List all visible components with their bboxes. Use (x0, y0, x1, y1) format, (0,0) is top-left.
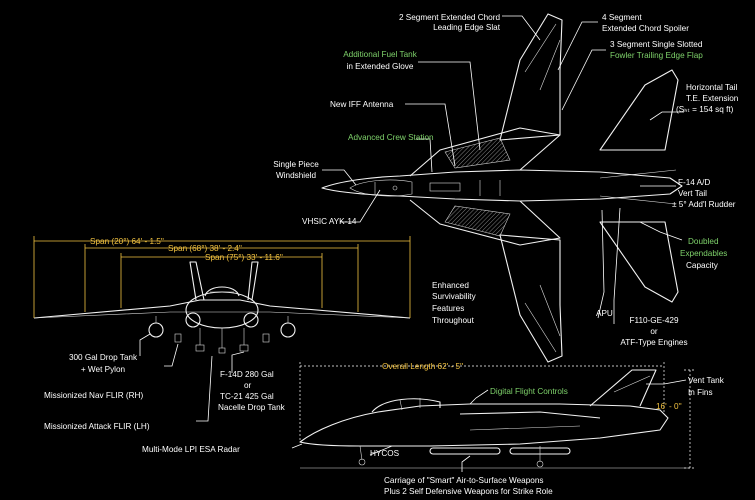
callout-vent-tank-line2: In Fins (688, 388, 713, 397)
callout-drop-tank-line2: + Wet Pylon (81, 365, 126, 374)
callout-weapons-line2: Plus 2 Self Defensive Weapons for Strike… (384, 487, 553, 496)
callout-apu: APU (596, 309, 613, 318)
callout-flap-line1: 3 Segment Single Slotted (610, 40, 703, 49)
callout-vhsic: VHSIC AYK-14 (302, 217, 357, 226)
callout-htail-line2: T.E. Extension (686, 94, 739, 103)
callout-spoiler-line1: 4 Segment (602, 13, 642, 22)
callout-iff-antenna: New IFF Antenna (330, 100, 394, 109)
leader-lines (139, 15, 687, 472)
callout-flap-line2: Fowler Trailing Edge Flap (610, 51, 703, 60)
callout-attack-flir: Missionized Attack FLIR (LH) (44, 422, 150, 431)
callout-htail-line3: (Sₕₜ = 154 sq ft) (676, 105, 734, 114)
callout-vent-tank-line1: Vent Tank (688, 376, 725, 385)
callout-spoiler-line2: Extended Chord Spoiler (602, 24, 689, 33)
callout-nacelle-line4: Nacelle Drop Tank (218, 403, 286, 412)
callout-windshield-line1: Single Piece (273, 160, 319, 169)
callout-vtail-line3: ± 5° Add'l Rudder (672, 200, 736, 209)
callout-radar: Multi-Mode LPI ESA Radar (142, 445, 240, 454)
top-view-aircraft (321, 13, 683, 363)
callout-survivability-line3: Features (432, 304, 464, 313)
dim-overall-length: Overall Length 62' - 5'' (382, 362, 464, 371)
callout-crew-station: Advanced Crew Station (348, 133, 434, 142)
front-view-aircraft (33, 261, 411, 354)
dim-height: 16' - 0'' (656, 402, 682, 411)
callout-engines-line1: F110-GE-429 (630, 316, 679, 325)
callout-engines-line3: ATF-Type Engines (620, 338, 687, 347)
dim-span-75: Span (75°) 33' - 11.6'' (205, 253, 283, 262)
callout-hycos: HYCOS (370, 449, 400, 458)
callout-expendables-line3: Capacity (686, 261, 719, 270)
callout-survivability-line2: Survivability (432, 292, 477, 301)
callout-weapons-line1: Carriage of "Smart" Air-to-Surface Weapo… (384, 476, 543, 485)
callout-slat-line1: 2 Segment Extended Chord (399, 13, 500, 22)
callout-vtail-line1: F-14 A/D (678, 178, 710, 187)
callout-expendables-line2: Expendables (680, 249, 727, 258)
span-dimensions (33, 236, 411, 318)
length-dimensions (299, 362, 696, 469)
callout-nav-flir: Missionized Nav FLIR (RH) (44, 391, 143, 400)
callout-nacelle-line3: TC-21 425 Gal (220, 392, 274, 401)
callout-survivability-line4: Throughout (432, 316, 475, 325)
callout-drop-tank-line1: 300 Gal Drop Tank (69, 353, 138, 362)
side-view-aircraft (299, 369, 690, 469)
callout-fuel-tank-line2: in Extended Glove (347, 62, 414, 71)
dim-span-68: Span (68°) 38' - 2.4'' (168, 244, 242, 253)
callout-flight-controls: Digital Flight Controls (490, 387, 568, 396)
callout-survivability-line1: Enhanced (432, 281, 469, 290)
callout-engines-line2: or (650, 327, 658, 336)
callout-htail-line1: Horizontal Tail (686, 83, 737, 92)
callout-expendables-line1: Doubled (688, 237, 719, 246)
callout-nacelle-line1: F-14D 280 Gal (220, 370, 274, 379)
dim-span-20: Span (20°) 64' - 1.5'' (90, 237, 164, 246)
callout-vtail-line2: Vert Tail (678, 189, 707, 198)
callout-nacelle-line2: or (244, 381, 252, 390)
callout-fuel-tank-line1: Additional Fuel Tank (343, 50, 417, 59)
callout-slat-line2: Leading Edge Slat (433, 23, 501, 32)
callout-windshield-line2: Windshield (276, 171, 316, 180)
